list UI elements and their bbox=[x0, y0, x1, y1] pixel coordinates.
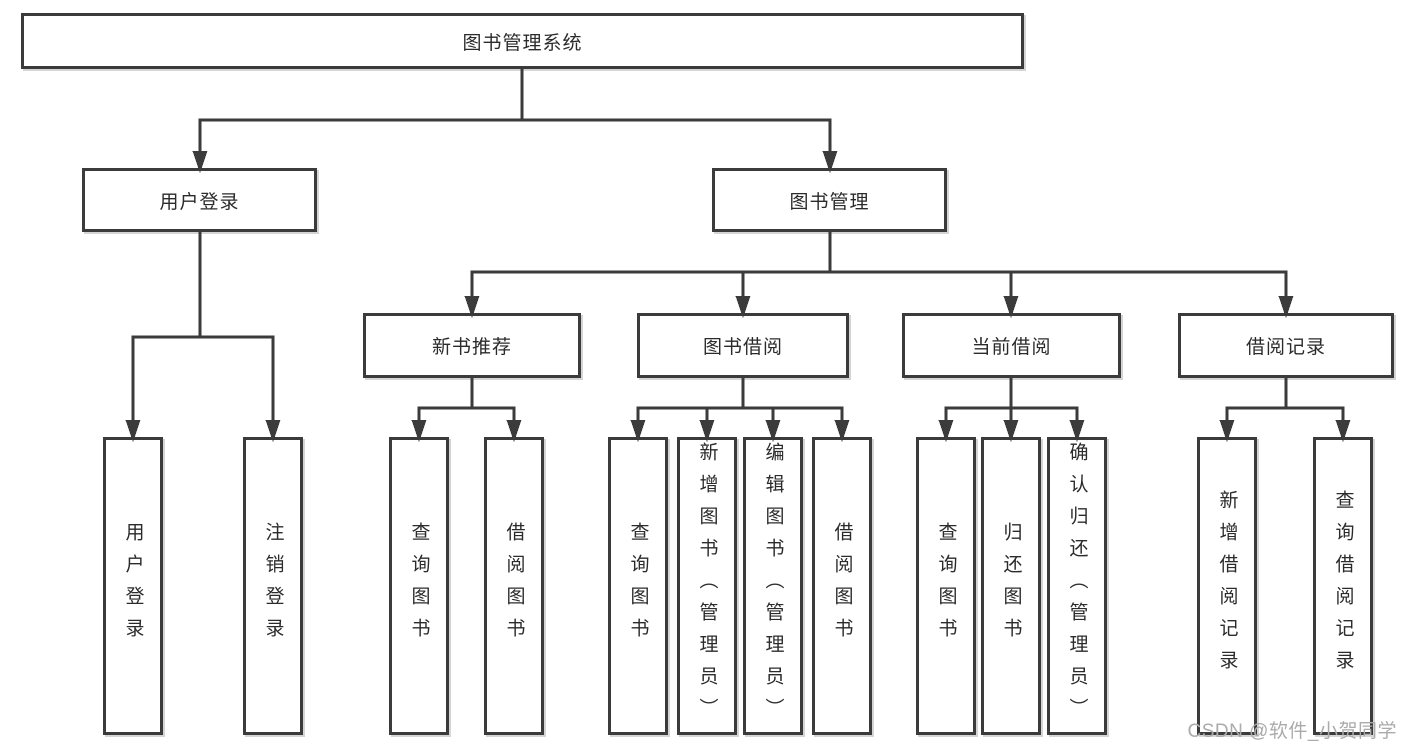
leaf-label: 编辑图书（管理员） bbox=[762, 442, 784, 730]
leaf-label: 用户登录 bbox=[122, 522, 144, 650]
leaf-query-books-current: 查询图书 bbox=[916, 437, 976, 735]
leaf-label: 查询图书 bbox=[935, 522, 957, 650]
leaf-label: 借阅图书 bbox=[503, 522, 525, 650]
node-label: 当前借阅 bbox=[971, 337, 1052, 358]
node-library-management-system: 图书管理系统 bbox=[21, 13, 1024, 69]
leaf-label: 新增图书（管理员） bbox=[696, 442, 718, 730]
leaf-user-login: 用户登录 bbox=[103, 437, 163, 735]
leaf-add-book-admin: 新增图书（管理员） bbox=[677, 437, 737, 735]
leaf-label: 注销登录 bbox=[262, 522, 284, 650]
leaf-borrow-books-borrowing: 借阅图书 bbox=[812, 437, 872, 735]
node-book-management: 图书管理 bbox=[712, 168, 947, 232]
leaf-label: 查询图书 bbox=[627, 522, 649, 650]
node-label: 用户登录 bbox=[159, 191, 240, 213]
node-label: 新书推荐 bbox=[431, 337, 512, 358]
leaf-label: 新增借阅记录 bbox=[1216, 490, 1238, 682]
node-label: 图书管理系统 bbox=[462, 32, 583, 54]
leaf-add-borrow-record: 新增借阅记录 bbox=[1197, 437, 1257, 735]
leaf-logout: 注销登录 bbox=[243, 437, 303, 735]
leaf-query-books-newbook: 查询图书 bbox=[389, 437, 449, 735]
node-label: 图书借阅 bbox=[702, 337, 783, 358]
leaf-label: 归还图书 bbox=[1000, 522, 1022, 650]
leaf-label: 借阅图书 bbox=[831, 522, 853, 650]
leaf-return-books: 归还图书 bbox=[981, 437, 1041, 735]
node-borrowing-records: 借阅记录 bbox=[1178, 313, 1394, 378]
leaf-borrow-books-newbook: 借阅图书 bbox=[484, 437, 544, 735]
leaf-confirm-return-admin: 确认归还（管理员） bbox=[1047, 437, 1107, 735]
node-label: 图书管理 bbox=[789, 191, 870, 213]
leaf-edit-book-admin: 编辑图书（管理员） bbox=[743, 437, 803, 735]
csdn-watermark: CSDN @软件_小贺同学 bbox=[1187, 721, 1397, 742]
leaf-label: 查询图书 bbox=[408, 522, 430, 650]
leaf-label: 查询借阅记录 bbox=[1332, 490, 1354, 682]
leaf-label: 确认归还（管理员） bbox=[1066, 442, 1088, 730]
node-current-borrowing: 当前借阅 bbox=[902, 313, 1121, 378]
node-label: 借阅记录 bbox=[1245, 337, 1326, 358]
leaf-query-borrow-record: 查询借阅记录 bbox=[1313, 437, 1373, 735]
leaf-query-books-borrowing: 查询图书 bbox=[608, 437, 668, 735]
node-user-login: 用户登录 bbox=[82, 168, 317, 232]
node-book-borrowing: 图书借阅 bbox=[637, 313, 849, 378]
node-new-book-recommend: 新书推荐 bbox=[363, 313, 581, 378]
